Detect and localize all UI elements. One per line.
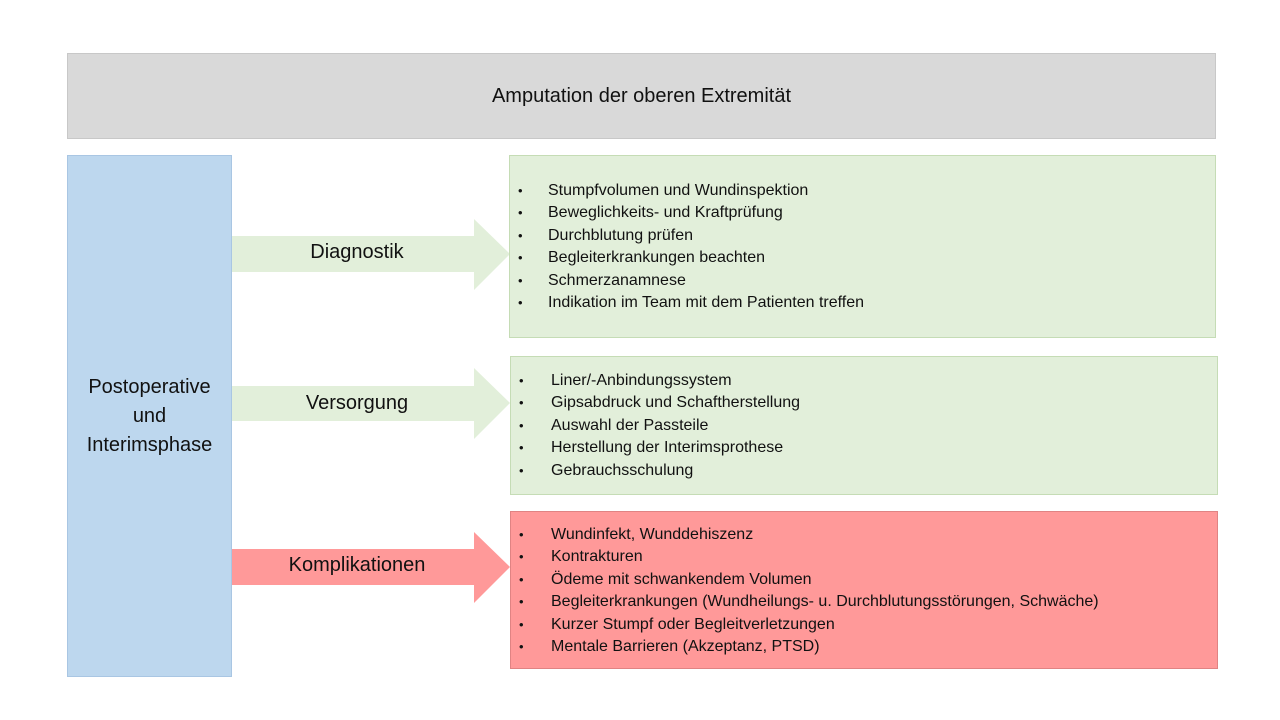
arrow-shape bbox=[232, 368, 510, 439]
list-item: Begleiterkrankungen beachten bbox=[510, 247, 1215, 270]
list-item: Beweglichkeits- und Kraftprüfung bbox=[510, 202, 1215, 225]
phase-label: Postoperative und Interimsphase bbox=[87, 373, 213, 460]
phase-label-line: Postoperative bbox=[88, 375, 211, 398]
list-item: Indikation im Team mit dem Patienten tre… bbox=[510, 292, 1215, 315]
section-label-diagnostik: Diagnostik bbox=[310, 241, 404, 263]
bullet-list: Liner/-Anbindungssystem Gipsabdruck und … bbox=[511, 370, 1217, 482]
diagram-title-box: Amputation der oberen Extremität bbox=[67, 53, 1216, 139]
list-item: Stumpfvolumen und Wundinspektion bbox=[510, 180, 1215, 203]
phase-label-line: Interimsphase bbox=[86, 433, 213, 456]
list-item: Durchblutung prüfen bbox=[510, 225, 1215, 248]
list-item: Ödeme mit schwankendem Volumen bbox=[511, 569, 1217, 592]
arrow-shape bbox=[232, 219, 510, 290]
list-item: Mentale Barrieren (Akzeptanz, PTSD) bbox=[511, 636, 1217, 659]
panel-diagnostik: Stumpfvolumen und Wundinspektion Bewegli… bbox=[509, 155, 1216, 338]
bullet-list: Wundinfekt, Wunddehiszenz Kontrakturen Ö… bbox=[511, 524, 1217, 659]
list-item: Schmerzanamnese bbox=[510, 270, 1215, 293]
list-item: Gipsabdruck und Schaftherstellung bbox=[511, 392, 1217, 415]
panel-komplikationen: Wundinfekt, Wunddehiszenz Kontrakturen Ö… bbox=[510, 511, 1218, 669]
phase-box: Postoperative und Interimsphase bbox=[67, 155, 232, 677]
arrow-shape bbox=[232, 532, 510, 603]
section-label-komplikationen: Komplikationen bbox=[288, 554, 426, 576]
phase-label-line: und bbox=[132, 404, 167, 427]
section-label-versorgung: Versorgung bbox=[305, 392, 409, 414]
list-item: Kontrakturen bbox=[511, 546, 1217, 569]
list-item: Auswahl der Passteile bbox=[511, 415, 1217, 438]
list-item: Herstellung der Interimsprothese bbox=[511, 437, 1217, 460]
list-item: Begleiterkrankungen (Wundheilungs- u. Du… bbox=[511, 591, 1217, 614]
diagram-title: Amputation der oberen Extremität bbox=[491, 84, 792, 107]
bullet-list: Stumpfvolumen und Wundinspektion Bewegli… bbox=[510, 180, 1215, 315]
list-item: Liner/-Anbindungssystem bbox=[511, 370, 1217, 393]
arrow-diagnostik: Diagnostik bbox=[232, 219, 512, 291]
panel-versorgung: Liner/-Anbindungssystem Gipsabdruck und … bbox=[510, 356, 1218, 495]
list-item: Gebrauchsschulung bbox=[511, 460, 1217, 483]
arrow-komplikationen: Komplikationen bbox=[232, 532, 512, 604]
list-item: Wundinfekt, Wunddehiszenz bbox=[511, 524, 1217, 547]
arrow-versorgung: Versorgung bbox=[232, 368, 512, 440]
list-item: Kurzer Stumpf oder Begleitverletzungen bbox=[511, 614, 1217, 637]
